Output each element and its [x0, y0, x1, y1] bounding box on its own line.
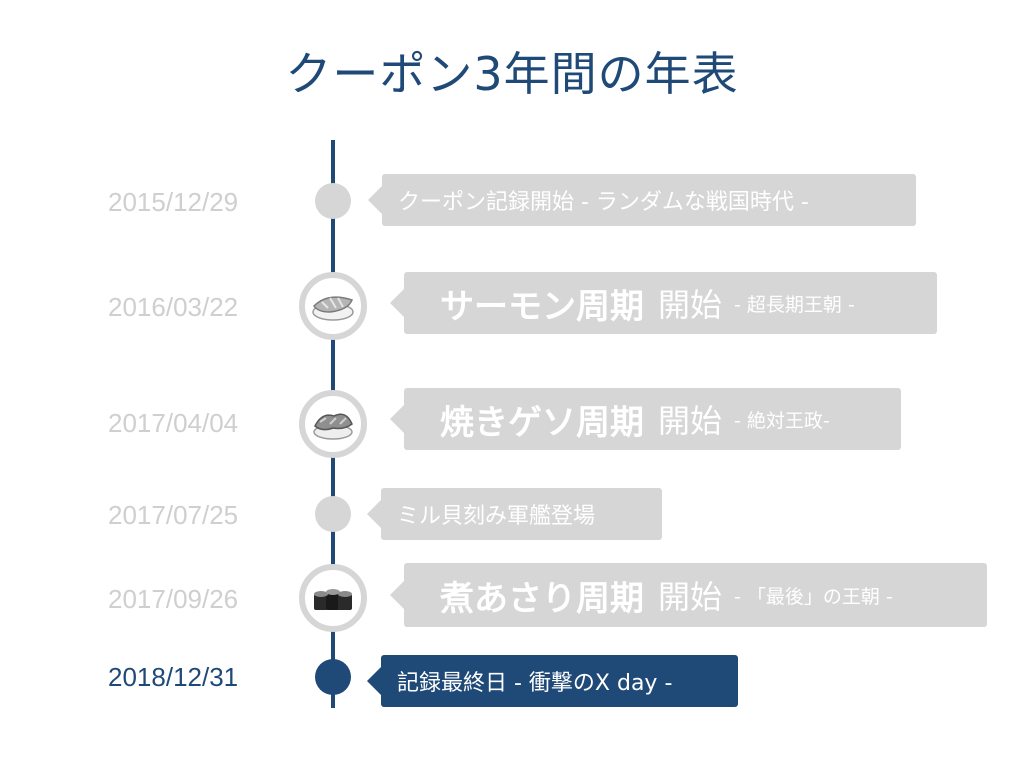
timeline-dot: [315, 496, 351, 532]
period-start: 開始: [658, 286, 723, 324]
event-label-salmon-period: サーモン周期 開始 - 超長期王朝 -: [390, 272, 937, 334]
event-date-2017-04-04: 2017/04/04: [108, 408, 239, 438]
event-label-clam-period: 煮あさり周期 開始 - 「最後」の王朝 -: [390, 563, 987, 627]
event-date-2017-09-26: 2017/09/26: [108, 584, 239, 614]
event-date-2017-07-25: 2017/07/25: [108, 500, 239, 530]
event-label-last-day: 記録最終日 - 衝撃のX day -: [367, 655, 738, 707]
period-start: 開始: [658, 402, 723, 440]
clam-gunkan-sushi-icon: [299, 564, 367, 632]
period-start: 開始: [658, 578, 723, 616]
timeline-dot: [315, 183, 351, 219]
event-label-mirugai-gunkan: ミル貝刻み軍艦登場: [367, 488, 662, 540]
page-title: クーポン3年間の年表: [285, 47, 739, 101]
event-date-2015-12-29: 2015/12/29: [108, 187, 239, 217]
event-label-squid-period: 焼きゲソ周期 開始 - 絶対王政-: [390, 388, 901, 450]
period-name: 焼きゲソ周期: [440, 402, 644, 443]
period-subtitle: - 超長期王朝 -: [734, 293, 855, 316]
period-subtitle: - 絶対王政-: [734, 409, 830, 432]
grilled-squid-sushi-icon: [299, 390, 367, 458]
period-subtitle: - 「最後」の王朝 -: [734, 585, 893, 608]
event-date-2018-12-31: 2018/12/31: [108, 662, 239, 692]
salmon-sushi-icon: [299, 272, 367, 340]
period-name: サーモン周期: [440, 286, 644, 327]
period-name: 煮あさり周期: [440, 578, 644, 619]
event-label-coupon-start: クーポン記録開始 - ランダムな戦国時代 -: [368, 174, 916, 226]
timeline-dot-active: [315, 659, 351, 695]
event-date-2016-03-22: 2016/03/22: [108, 292, 239, 322]
